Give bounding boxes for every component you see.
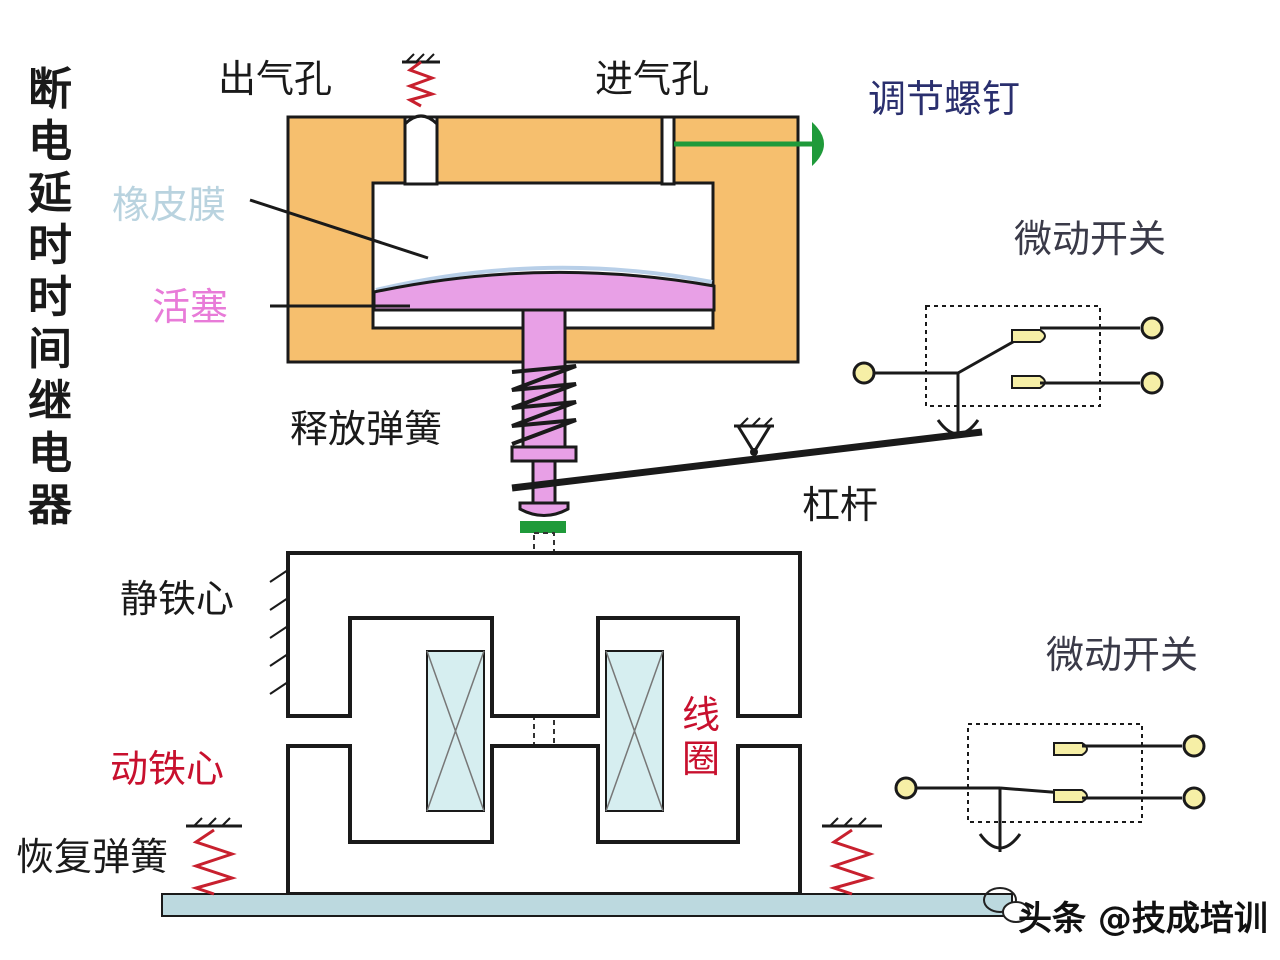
title-vertical: 断电延时时间继电器 [28, 64, 73, 531]
adjust-screw[interactable] [674, 122, 824, 166]
label-micro-switch-bottom: 微动开关 [1046, 633, 1198, 677]
micro-switch-top[interactable] [852, 305, 1164, 436]
label-piston: 活塞 [152, 285, 228, 329]
coil-left [426, 650, 485, 812]
ground-hatch-icon [269, 556, 290, 710]
label-rubber-membrane: 橡皮膜 [112, 183, 226, 227]
wechat-icon [983, 887, 1030, 923]
label-adjust-screw: 调节螺钉 [868, 77, 1020, 121]
moving-core [286, 744, 802, 896]
rubber-membrane [375, 265, 713, 292]
label-moving-core: 动铁心 [110, 747, 224, 791]
lever [511, 428, 983, 492]
label-coil: 线圈 [682, 693, 720, 781]
micro-switch-bottom[interactable] [894, 723, 1206, 852]
label-lever: 杠杆 [802, 483, 878, 527]
label-air-outlet: 出气孔 [218, 57, 332, 101]
armature-plate [520, 521, 566, 533]
label-air-inlet: 进气孔 [595, 57, 709, 101]
label-micro-switch-top: 微动开关 [1014, 217, 1166, 261]
pivot-icon [734, 417, 774, 456]
spring-icon [402, 53, 440, 108]
spring-icon [186, 817, 242, 896]
static-core [286, 551, 802, 718]
release-spring [511, 364, 577, 446]
watermark: 头条 @技成培训 [983, 887, 1268, 939]
piston-head [372, 270, 716, 312]
coil-right [605, 650, 664, 812]
base-plate [161, 893, 1013, 917]
label-return-spring: 恢复弹簧 [16, 835, 168, 879]
label-static-core: 静铁心 [120, 577, 234, 621]
watermark-text: 头条 @技成培训 [1018, 899, 1268, 939]
label-release-spring: 释放弹簧 [290, 407, 442, 451]
spring-icon [822, 817, 882, 896]
